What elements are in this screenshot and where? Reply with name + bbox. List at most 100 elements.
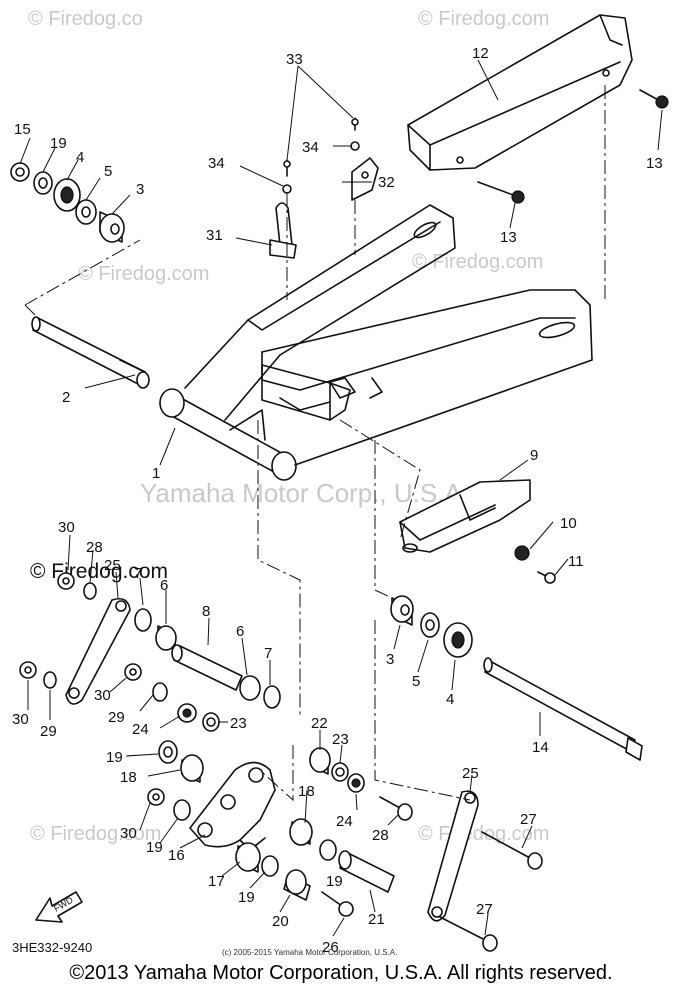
callout-18-b: 18 [298,783,315,800]
collar-5-lower [420,612,440,638]
bolt-33-left [283,159,291,177]
nut-34-left [282,184,292,194]
bearing-24-a [177,703,197,723]
callout-3-b: 3 [386,651,394,668]
callout-13-b: 13 [500,229,517,246]
sleeve-21 [338,850,395,893]
callout-24-a: 24 [132,721,149,738]
callout-19-a: 19 [50,135,67,152]
callout-3-a: 3 [136,181,144,198]
washer-19-top [33,171,53,195]
connecting-rod-25-left [65,597,131,705]
washer-29-c [152,682,168,702]
watermark-firedog-dark: © Firedog.com [30,560,168,583]
callout-2: 2 [62,389,70,406]
callout-9: 9 [530,447,538,464]
nut-34-right [350,141,360,151]
leaders-mid-left [67,534,271,685]
callout-10: 10 [560,515,577,532]
bushing-3-lower [390,595,414,626]
leaders-lower-b [139,774,533,849]
leaders-bottom [221,861,489,937]
callout-15: 15 [14,121,31,138]
seal-23-b [331,762,349,782]
washer-19-c [173,799,191,821]
sleeve-8 [171,644,243,691]
bracket-32 [351,157,379,201]
callout-20: 20 [272,913,289,930]
washer-19-b [158,740,178,764]
watermark-firedog-bottom-left: © Firedog.com [30,823,161,845]
callout-34-a: 34 [208,155,225,172]
watermark-firedog-mid-left: © Firedog.com [78,263,209,285]
callout-24-b: 24 [336,813,353,830]
callout-11: 11 [568,553,584,570]
callout-6-a: 6 [160,577,168,594]
washer-19-d [261,855,279,877]
centerline-pivot-b [24,304,41,321]
callout-7-b: 7 [264,645,272,662]
watermark-firedog-top-right: © Firedog.com [418,8,549,30]
watermark-firedog-top: © Firedog.co [28,8,143,30]
callout-27-b: 27 [476,901,493,918]
callout-4-b: 4 [446,691,454,708]
callout-30-a: 30 [58,519,75,536]
chain-guide-9 [399,479,531,553]
bolt-26 [321,891,354,917]
callout-6-b: 6 [236,623,244,640]
callout-27-a: 27 [520,811,537,828]
nut-30-b [19,661,37,679]
callout-19-d: 19 [238,889,255,906]
bearing-24-b [347,773,365,793]
collar-5-top [75,199,97,225]
callout-29-a: 29 [108,709,125,726]
bushing-6-a [155,625,177,651]
callout-21: 21 [368,911,385,928]
axle-14 [483,657,643,761]
leaders-lower [27,677,399,826]
pivot-shaft-part-2 [31,316,150,389]
callout-26: 26 [322,939,339,956]
leaders-upper-right [477,59,663,576]
callout-31: 31 [206,227,223,244]
watermark-yamaha: Yamaha Motor Corp., U.S.A. [140,478,469,508]
bolt-28 [379,796,413,821]
nut-30-d [147,788,165,806]
callout-12: 12 [472,45,489,62]
callout-30-d: 30 [120,825,137,842]
bearing-4-lower [443,622,473,658]
callout-29-b: 29 [40,723,57,740]
bushing-6-b [239,675,261,701]
bushing-3-top [99,211,125,243]
callout-28-a: 28 [86,539,103,556]
callout-4-a: 4 [76,149,84,166]
callout-25-a: 25 [104,557,121,574]
collar-22 [309,747,331,775]
washer-29-b [43,671,57,689]
diagram-code: 3HE332-9240 [12,940,92,955]
centerline-a [257,420,301,715]
callout-23-a: 23 [230,715,247,732]
centerline-9 [339,419,421,541]
bolt-13-upper [639,89,669,109]
swingarm-part-1 [159,204,593,481]
callout-7-a: 7 [134,565,142,582]
callout-5-a: 5 [104,163,112,180]
callout-14: 14 [532,739,549,756]
callout-23-b: 23 [332,731,349,748]
bolt-10 [514,545,530,561]
collar-18-a [180,754,204,783]
callout-32: 32 [378,174,395,191]
nut-30-c [124,663,142,681]
connecting-rod-25-right [427,790,479,922]
washer-19-e [319,839,337,861]
callout-17: 17 [208,873,225,890]
callout-16: 16 [168,847,185,864]
callout-18-a: 18 [120,769,137,786]
screw-11 [537,571,556,584]
relay-arm-16 [189,761,276,851]
watermark-firedog-mid-right: © Firedog.com [412,251,543,273]
callout-30-c: 30 [12,711,29,728]
centerline-b [374,440,393,599]
